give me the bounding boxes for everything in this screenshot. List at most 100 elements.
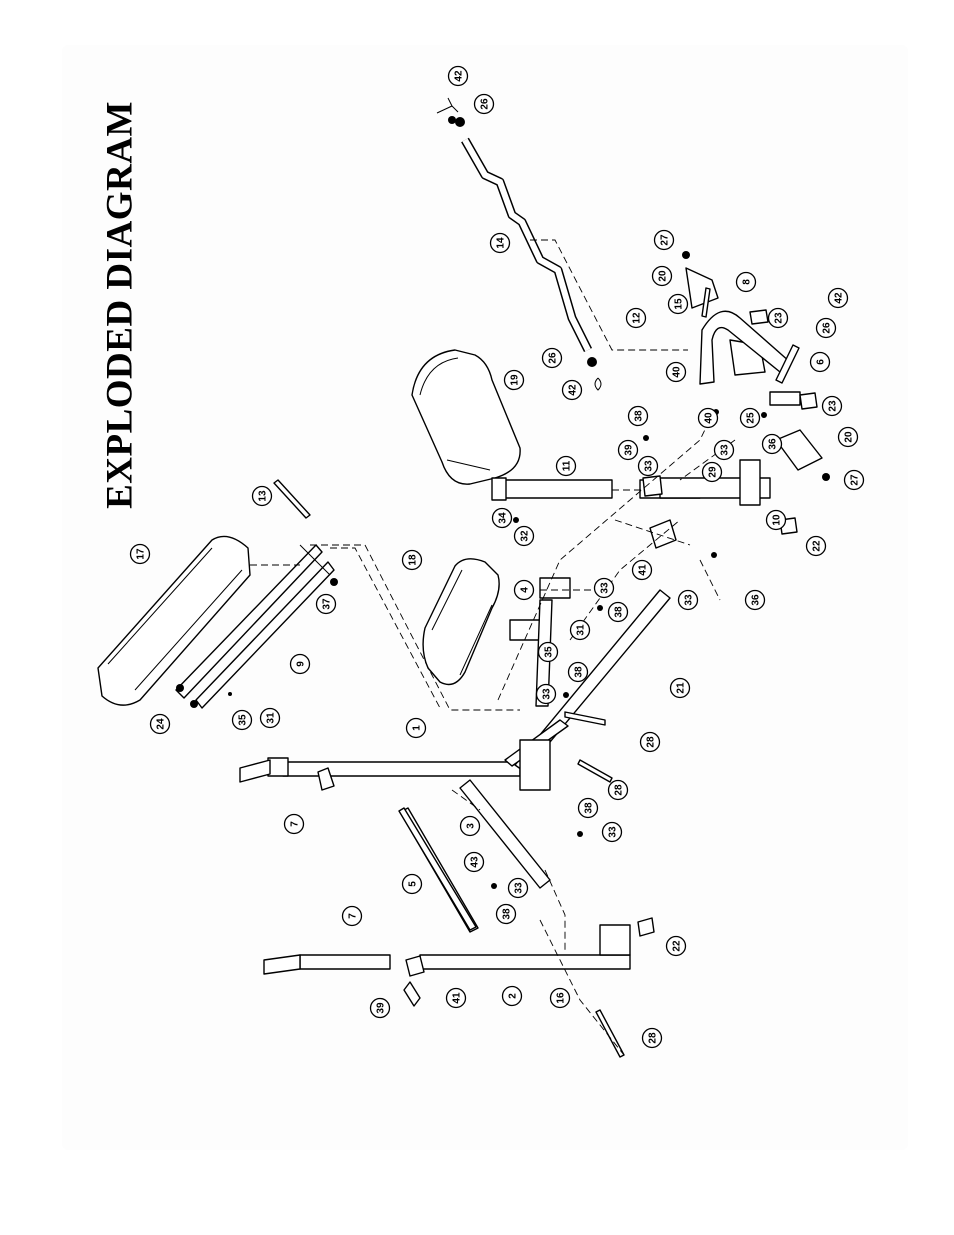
part-callout: 25 — [739, 407, 761, 429]
callout-number: 33 — [644, 460, 655, 472]
callout-balloon — [283, 813, 305, 835]
uprights — [239, 757, 391, 975]
part-callout: 42 — [827, 287, 849, 309]
callout-number: 33 — [684, 594, 695, 606]
callout-number: 38 — [502, 908, 513, 920]
part-callout: 33 — [677, 589, 699, 611]
callout-balloon — [259, 707, 281, 729]
part-callout: 13 — [251, 485, 273, 507]
callout-balloon — [149, 713, 171, 735]
callout-balloon — [401, 873, 423, 895]
part-callout: 41 — [631, 559, 653, 581]
callout-number: 24 — [156, 718, 167, 730]
callout-number: 33 — [542, 688, 553, 700]
callout-balloon — [405, 717, 427, 739]
callout-number: 22 — [812, 540, 823, 552]
callout-balloon — [445, 987, 467, 1009]
callout-balloon — [735, 271, 757, 293]
part-callout: 14 — [489, 232, 511, 254]
part-callout: 23 — [821, 395, 843, 417]
callout-balloon — [625, 307, 647, 329]
part-callout: 27 — [843, 469, 865, 491]
callout-number: 26 — [480, 98, 491, 110]
callout-balloon — [569, 619, 591, 641]
part-callout: 26 — [815, 317, 837, 339]
part-callout: 29 — [701, 461, 723, 483]
callout-balloon — [341, 905, 363, 927]
callout-balloon — [667, 293, 689, 315]
callout-balloon — [805, 535, 827, 557]
callout-number: 37 — [322, 598, 333, 610]
callout-number: 17 — [136, 548, 147, 560]
callout-number: 5 — [408, 881, 419, 887]
callout-balloon — [555, 455, 577, 477]
part-callout: 27 — [653, 229, 675, 251]
callout-number: 9 — [296, 661, 307, 667]
callout-number: 2 — [508, 993, 519, 999]
rods — [273, 287, 800, 1058]
callout-number: 33 — [608, 826, 619, 838]
part-callout: 2 — [501, 985, 523, 1007]
part-callout: 33 — [593, 577, 615, 599]
part-callout: 16 — [549, 987, 571, 1009]
callout-number: 10 — [772, 514, 783, 526]
callout-number: 7 — [290, 821, 301, 827]
callout-balloon — [669, 677, 691, 699]
callout-number: 22 — [672, 940, 683, 952]
callout-number: 18 — [408, 554, 419, 566]
callout-number: 35 — [238, 714, 249, 726]
part-callout: 31 — [259, 707, 281, 729]
back-pad-frame — [175, 544, 335, 709]
callout-number: 41 — [452, 992, 463, 1004]
callout-balloon — [561, 379, 583, 401]
part-callout: 33 — [713, 439, 735, 461]
callout-number: 13 — [258, 490, 269, 502]
callout-balloon — [744, 589, 766, 611]
callout-balloon — [513, 579, 535, 601]
part-callout: 38 — [627, 405, 649, 427]
part-callout: 42 — [561, 379, 583, 401]
callout-balloon — [607, 601, 629, 623]
callout-balloon — [369, 997, 391, 1019]
part-callout: 26 — [473, 93, 495, 115]
callout-balloon — [607, 779, 629, 801]
part-callout: 39 — [369, 997, 391, 1019]
callout-balloon — [653, 229, 675, 251]
leg-rollers — [685, 267, 823, 471]
callout-balloon — [815, 317, 837, 339]
part-callout: 7 — [283, 813, 305, 835]
callout-number: 26 — [822, 322, 833, 334]
callout-number: 38 — [584, 802, 595, 814]
part-callout: 37 — [315, 593, 337, 615]
callout-number: 40 — [704, 412, 715, 424]
main-frame — [282, 459, 771, 970]
part-callout: 24 — [149, 713, 171, 735]
part-callout: 11 — [555, 455, 577, 477]
part-callout: 18 — [401, 549, 423, 571]
callout-number: 27 — [850, 474, 861, 486]
callout-balloon — [641, 1027, 663, 1049]
callout-number: 28 — [614, 784, 625, 796]
callout-number: 16 — [556, 992, 567, 1004]
callout-balloon — [765, 509, 787, 531]
part-callout: 15 — [667, 293, 689, 315]
callout-number: 42 — [834, 292, 845, 304]
callout-number: 35 — [544, 646, 555, 658]
callout-balloon — [129, 543, 151, 565]
callout-balloon — [593, 577, 615, 599]
callout-balloon — [639, 731, 661, 753]
part-callout: 32 — [513, 525, 535, 547]
part-callout: 28 — [639, 731, 661, 753]
callout-balloon — [617, 439, 639, 461]
callout-number: 26 — [548, 352, 559, 364]
part-callout: 19 — [503, 369, 525, 391]
callout-balloon — [637, 455, 659, 477]
part-callout: 3 — [459, 815, 481, 837]
callout-number: 21 — [676, 682, 687, 694]
part-callout: 12 — [625, 307, 647, 329]
callout-number: 38 — [574, 666, 585, 678]
callout-balloon — [809, 351, 831, 373]
callout-balloon — [535, 683, 557, 705]
